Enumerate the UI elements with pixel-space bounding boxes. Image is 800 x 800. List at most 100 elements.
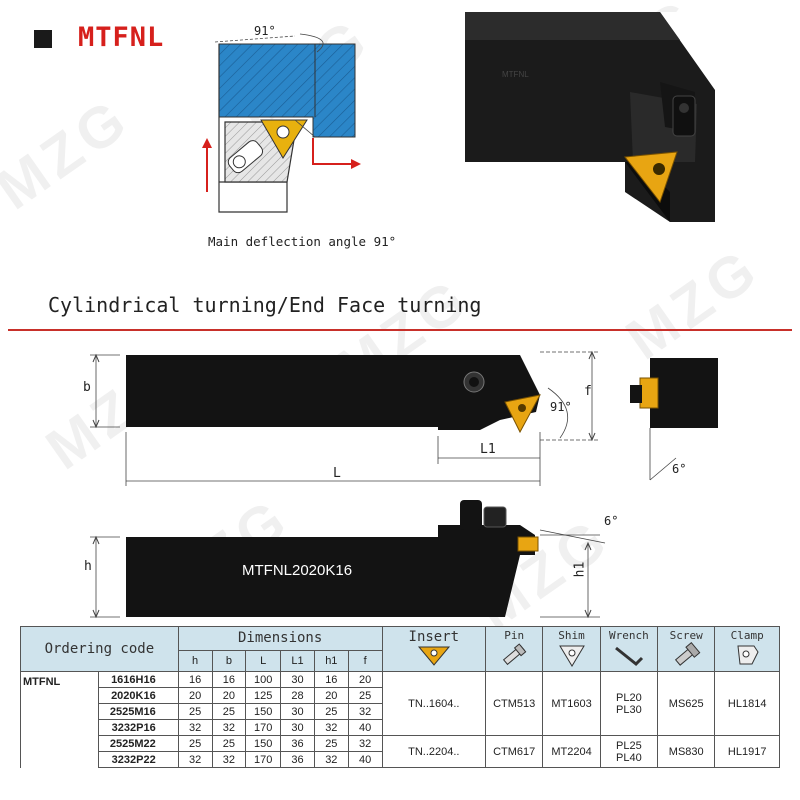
title-bullet (34, 30, 52, 48)
wrench-header: Wrench (599, 626, 659, 672)
col-f: f (347, 649, 383, 673)
dim-cell: 32 (347, 735, 383, 752)
dim-cell: 16 (313, 671, 349, 688)
pin-label: Pin (504, 629, 525, 642)
table-row: 3232P22 32 32 170 36 32 40 (21, 751, 780, 768)
shim-header: Shim (542, 626, 601, 672)
dim-cell: 25 (177, 735, 213, 752)
top-view-drawing (90, 350, 718, 486)
code-cell: 2525M22 (97, 735, 179, 752)
insert-cell: TN..1604.. (381, 671, 487, 736)
dim-cell: 100 (245, 671, 282, 688)
dim-cell: 32 (347, 703, 383, 720)
clamp-cell: HL1814 (714, 671, 780, 736)
insert-label: Insert (408, 629, 460, 645)
screw-icon (675, 641, 701, 666)
diagram-angle-label: 91° (254, 24, 276, 38)
dim-cell: 30 (280, 719, 315, 736)
dim-cell: 20 (211, 687, 247, 704)
dim-cell: 40 (347, 719, 383, 736)
dim-cell: 28 (280, 687, 315, 704)
shim-label: Shim (558, 629, 585, 642)
product-title: MTFNL (78, 22, 165, 53)
col-b: b (211, 649, 247, 673)
clamp-header: Clamp (714, 626, 780, 672)
dim-h1: h1 (572, 561, 588, 578)
dim-cell: 32 (211, 751, 247, 768)
tool-holder-photo (465, 12, 790, 242)
wrench-value: PL20 (616, 691, 642, 704)
dim-cell: 150 (245, 703, 282, 720)
dim-cell: 16 (211, 671, 247, 688)
code-cell: 3232P22 (97, 751, 179, 768)
clamp-icon (737, 645, 759, 665)
insert-icon (417, 646, 450, 666)
screw-cell: MS830 (657, 735, 716, 768)
angle-91: 91° (550, 400, 572, 414)
table-row: 2525M22 25 25 150 36 25 32 TN..2204.. CT… (21, 735, 780, 768)
dim-cell: 25 (211, 703, 247, 720)
dim-cell: 32 (177, 751, 213, 768)
watermark: MZG (0, 84, 143, 223)
pin-cell: CTM617 (485, 735, 544, 768)
dim-cell: 32 (313, 719, 349, 736)
wrench-label: Wrench (609, 629, 649, 642)
shim-icon (558, 645, 585, 667)
dimensions-header: Dimensions (177, 626, 383, 651)
series-label: MTFNL (23, 675, 61, 688)
insert-header: Insert (381, 626, 487, 672)
dim-cell: 25 (347, 687, 383, 704)
diagram-caption: Main deflection angle 91° (208, 234, 397, 249)
wrench-value: PL40 (616, 751, 642, 764)
dim-cell: 25 (211, 735, 247, 752)
dim-cell: 36 (280, 735, 315, 752)
dim-cell: 25 (313, 735, 349, 752)
shim-cell: MT1603 (542, 671, 601, 736)
dim-L: L (333, 466, 341, 481)
insert-cell: TN..2204.. (381, 735, 487, 768)
pin-cell: CTM513 (485, 671, 544, 736)
table-row: 3232P16 32 32 170 30 32 40 (21, 719, 780, 736)
dim-cell: 32 (177, 719, 213, 736)
wrench-value: PL25 (616, 739, 642, 752)
table-row: 2020K16 20 20 125 28 20 25 (21, 687, 780, 704)
dim-L1: L1 (480, 442, 496, 457)
clamp-label: Clamp (730, 629, 764, 642)
screw-label: Screw (669, 629, 703, 642)
wrench-icon (614, 646, 643, 667)
col-h: h (177, 649, 213, 673)
dim-cell: 20 (313, 687, 349, 704)
dim-cell: 20 (177, 687, 213, 704)
clamp-cell: HL1917 (714, 735, 780, 768)
dim-cell: 30 (280, 671, 315, 688)
dim-cell: 30 (280, 703, 315, 720)
screw-header: Screw (657, 626, 716, 672)
code-cell: 2525M16 (97, 703, 179, 720)
dim-cell: 25 (177, 703, 213, 720)
dim-cell: 170 (245, 719, 282, 736)
angle-6-top: 6° (604, 514, 619, 528)
wrench-value: PL30 (616, 703, 642, 716)
dim-b: b (83, 380, 91, 395)
col-L1: L1 (280, 649, 315, 673)
shim-cell: MT2204 (542, 735, 601, 768)
dim-cell: 16 (177, 671, 213, 688)
dim-cell: 170 (245, 751, 282, 768)
front-view-drawing (90, 500, 606, 619)
pin-header: Pin (485, 626, 544, 672)
dim-cell: 125 (245, 687, 282, 704)
dim-cell: 36 (280, 751, 315, 768)
code-cell: 2020K16 (97, 687, 179, 704)
table-row: MTFNL 1616H16 16 16 100 30 16 20 TN..160… (20, 671, 780, 768)
tool-marking: MTFNL2020K16 (242, 562, 353, 579)
dim-cell: 150 (245, 735, 282, 752)
ordering-code-header: Ordering code (20, 626, 179, 672)
col-h1: h1 (313, 649, 349, 673)
dim-cell: 32 (313, 751, 349, 768)
dim-h: h (84, 559, 92, 574)
dim-cell: 20 (347, 671, 383, 688)
dim-f: f (584, 384, 592, 399)
section-divider (8, 329, 792, 331)
